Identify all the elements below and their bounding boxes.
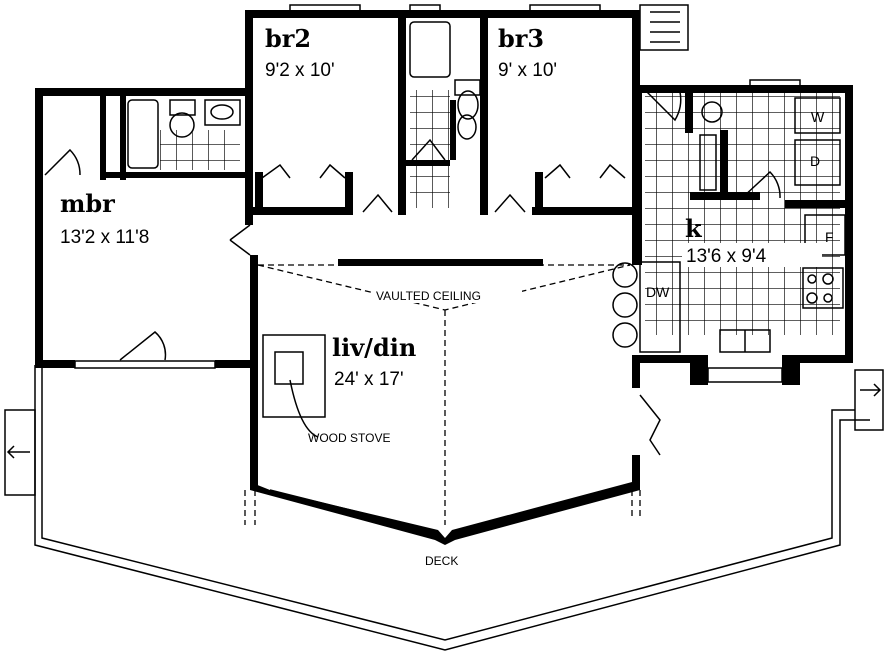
kitchen-size: 13'6 x 9'4 (686, 246, 767, 267)
dryer (794, 139, 841, 186)
fridge (804, 214, 846, 256)
living-name: liv/din (332, 333, 416, 362)
tile-floors (160, 90, 840, 335)
deck (4, 365, 884, 651)
living-size: 24' x 17' (334, 369, 404, 390)
br3-size: 9' x 10' (498, 60, 557, 81)
doors (44, 89, 781, 456)
deck-label: DECK (425, 554, 458, 568)
windows (74, 4, 801, 533)
fridge-label: F (825, 229, 834, 245)
dryer-label: D (810, 153, 820, 169)
kitchen-name: k (685, 214, 703, 243)
br2-name: br2 (265, 24, 311, 53)
kitchen-appliances (612, 97, 846, 353)
vaulted-ceiling-label: VAULTED CEILING (376, 289, 481, 303)
walls (35, 10, 853, 545)
washer-label: W (811, 109, 825, 125)
ceiling-lines (244, 264, 641, 525)
bath-fixtures (127, 21, 481, 169)
wood-stove (262, 334, 326, 438)
room-labels: mbr 13'2 x 11'8 br2 9'2 x 10' br3 9' x 1… (60, 24, 834, 568)
wood-stove-label: WOOD STOVE (308, 431, 390, 445)
br2-size: 9'2 x 10' (265, 60, 335, 81)
mbr-name: mbr (60, 189, 115, 218)
mbr-size: 13'2 x 11'8 (60, 227, 149, 248)
br3-name: br3 (498, 24, 544, 53)
washer (794, 97, 841, 134)
dishwasher-label: DW (646, 284, 670, 300)
range (802, 267, 844, 309)
